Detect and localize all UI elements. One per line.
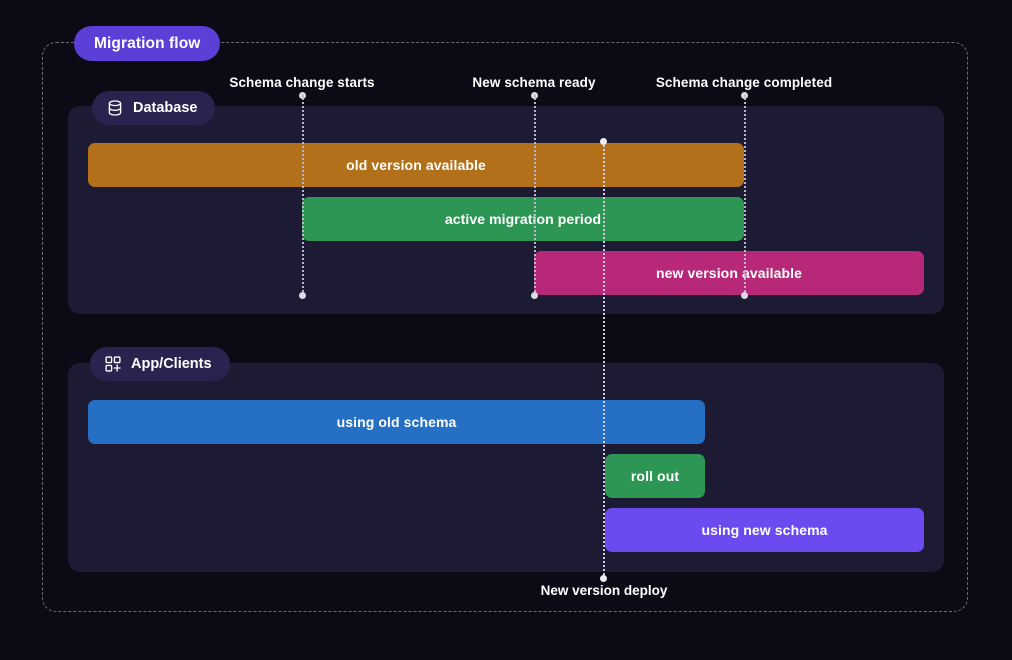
lane-label-database: Database (133, 100, 198, 116)
bar-database-0[interactable]: old version available (88, 143, 744, 187)
milestone-dot-bottom-0 (298, 292, 306, 299)
milestone-line-1 (534, 95, 536, 295)
bar-database-2[interactable]: new version available (534, 251, 924, 295)
bar-app-clients-1[interactable]: roll out (605, 454, 705, 498)
milestone-dot-bottom-2 (740, 292, 748, 299)
lane-label-app-clients: App/Clients (131, 356, 212, 372)
diagram-title: Migration flow (94, 34, 201, 52)
deploy-marker-dot-top (600, 138, 607, 145)
milestone-label-2: Schema change completed (655, 75, 833, 90)
diagram-title-badge: Migration flow (74, 26, 221, 61)
lane-badge-database: Database (92, 91, 216, 125)
bar-app-clients-0[interactable]: using old schema (88, 400, 705, 444)
deploy-marker-line (603, 141, 605, 579)
apps-add-icon (104, 355, 122, 373)
diagram-outer-frame (42, 42, 968, 612)
milestone-dot-bottom-1 (530, 292, 538, 299)
milestone-label-1: New schema ready (472, 75, 596, 90)
milestone-label-0: Schema change starts (229, 75, 375, 90)
milestone-line-2 (744, 95, 746, 295)
bar-database-1[interactable]: active migration period (302, 197, 744, 241)
milestone-line-0 (302, 95, 304, 295)
deploy-marker-label: New version deploy (540, 583, 668, 598)
deploy-marker-dot-bottom (600, 575, 607, 582)
lane-badge-app-clients: App/Clients (90, 347, 230, 381)
bar-app-clients-2[interactable]: using new schema (605, 508, 924, 552)
database-icon (106, 99, 124, 117)
